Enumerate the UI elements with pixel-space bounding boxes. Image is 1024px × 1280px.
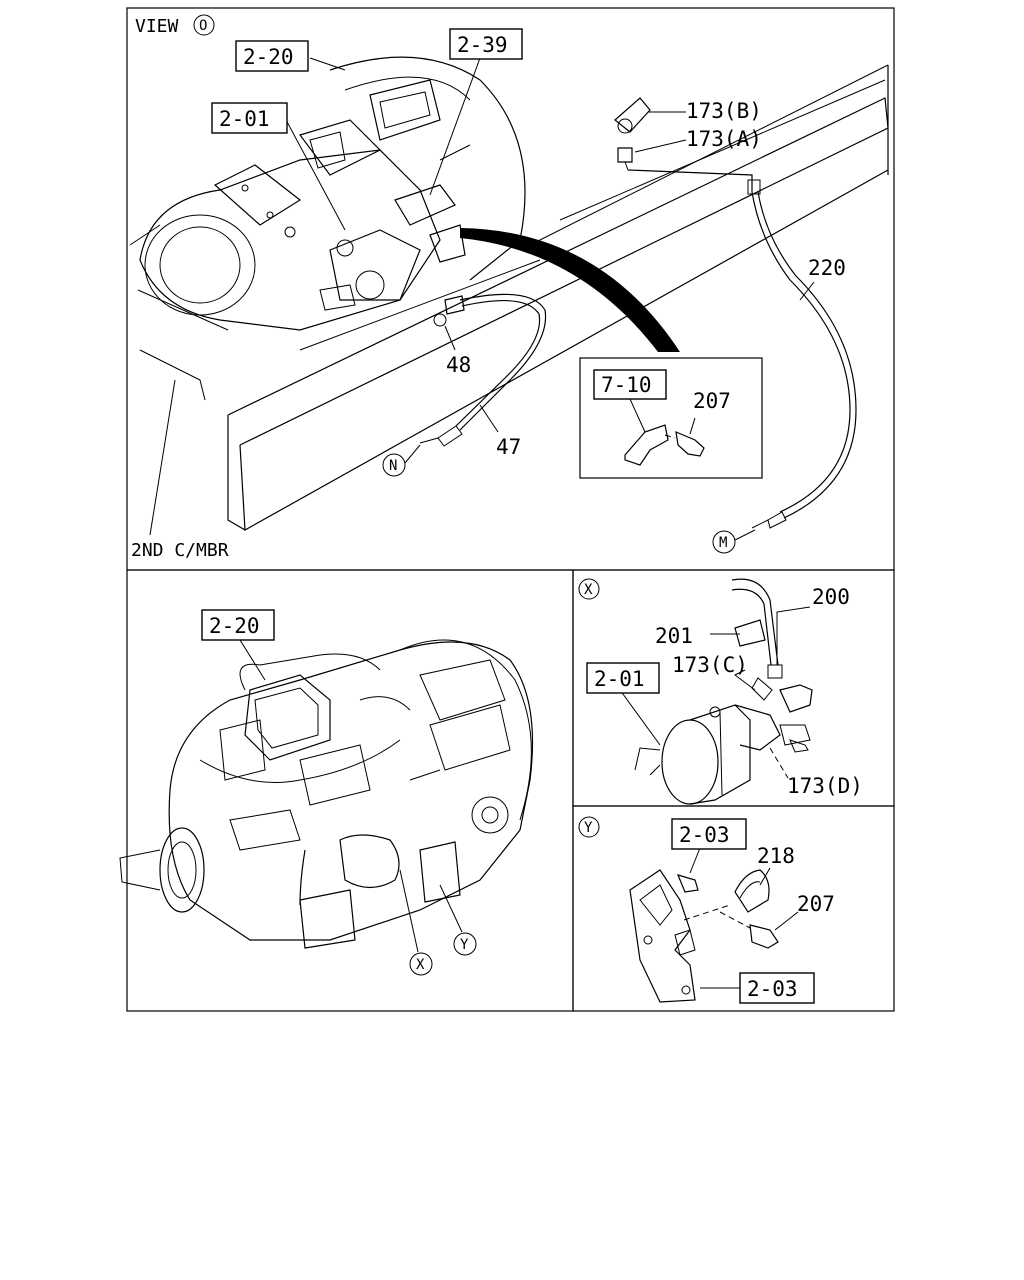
detail-y-circle <box>578 816 600 838</box>
detail-x-marker: X <box>584 582 593 598</box>
view-x-marker: X <box>416 957 425 973</box>
ref-box-2-03-bottom <box>739 972 815 1004</box>
bottom-left-panel-frame <box>126 569 574 1012</box>
view-marker: O <box>199 18 207 34</box>
hose-47-drawing <box>419 293 547 447</box>
connector-n: N <box>389 458 397 474</box>
view-y-marker: Y <box>460 937 469 953</box>
frame-rail-drawing <box>129 64 889 531</box>
detail-y-panel: Y 2-03 2-03 218 207 <box>578 816 835 1004</box>
part-173a: 173(A) <box>686 127 762 151</box>
ref-label-2-20-lower: 2-20 <box>209 614 260 638</box>
detail-x-circle <box>578 578 600 600</box>
ref-box-2-39 <box>449 28 523 60</box>
fittings-173-drawing <box>614 97 651 171</box>
part-218: 218 <box>757 844 795 868</box>
part-47: 47 <box>496 435 521 459</box>
inset-frame <box>579 357 763 479</box>
view-y-circle <box>453 932 477 956</box>
bracket-drawing <box>629 869 779 1003</box>
top-leader-lines <box>149 57 815 541</box>
part-200: 200 <box>812 585 850 609</box>
part-48: 48 <box>446 353 471 377</box>
ref-label-2-39: 2-39 <box>457 33 508 57</box>
ref-label-7-10: 7-10 <box>601 373 652 397</box>
detail-y-marker: Y <box>584 820 593 836</box>
frame-label: 2ND C/MBR <box>131 540 229 561</box>
transmission-drawing <box>139 56 526 331</box>
ref-box-2-20 <box>235 40 309 72</box>
part-207-y: 207 <box>797 892 835 916</box>
ref-box-2-03-top <box>671 818 747 850</box>
clutch-servo-drawing <box>634 578 813 805</box>
ref-label-2-01-detail: 2-01 <box>594 667 645 691</box>
part-173d: 173(D) <box>787 774 863 798</box>
part-173c: 173(C) <box>672 653 748 677</box>
top-panel: VIEW O <box>129 14 889 561</box>
view-x-circle <box>409 952 433 976</box>
panel-frames <box>126 7 895 1012</box>
ref-label-2-20: 2-20 <box>243 45 294 69</box>
inset-7-10: 7-10 207 <box>579 357 763 479</box>
view-marker-circle <box>193 14 215 36</box>
ref-label-2-01: 2-01 <box>219 107 270 131</box>
inset-arrow <box>460 228 680 352</box>
detail-x-panel: X 200 201 173(C) 173(D) 2-01 <box>578 578 863 805</box>
ref-box-2-20-lower <box>201 609 275 641</box>
part-207-inset: 207 <box>693 389 731 413</box>
leader-x <box>399 869 419 953</box>
leader-y <box>439 884 463 933</box>
bottom-left-panel: 2-20 X <box>119 609 534 976</box>
ref-label-2-03-bottom: 2-03 <box>747 977 798 1001</box>
ref-label-2-03-top: 2-03 <box>679 823 730 847</box>
transmission-assembly-drawing <box>119 639 534 949</box>
connector-m: M <box>719 535 727 551</box>
part-220: 220 <box>808 256 846 280</box>
view-title: VIEW <box>135 16 179 37</box>
connector-n-circle <box>382 453 406 477</box>
detail-y-panel-frame <box>572 805 895 1012</box>
connector-m-circle <box>712 530 736 554</box>
hose-220-drawing <box>627 169 857 529</box>
ref-box-2-01 <box>211 102 288 134</box>
part-201: 201 <box>655 624 693 648</box>
part-173b: 173(B) <box>686 99 762 123</box>
ref-box-2-01-detail <box>586 662 660 694</box>
